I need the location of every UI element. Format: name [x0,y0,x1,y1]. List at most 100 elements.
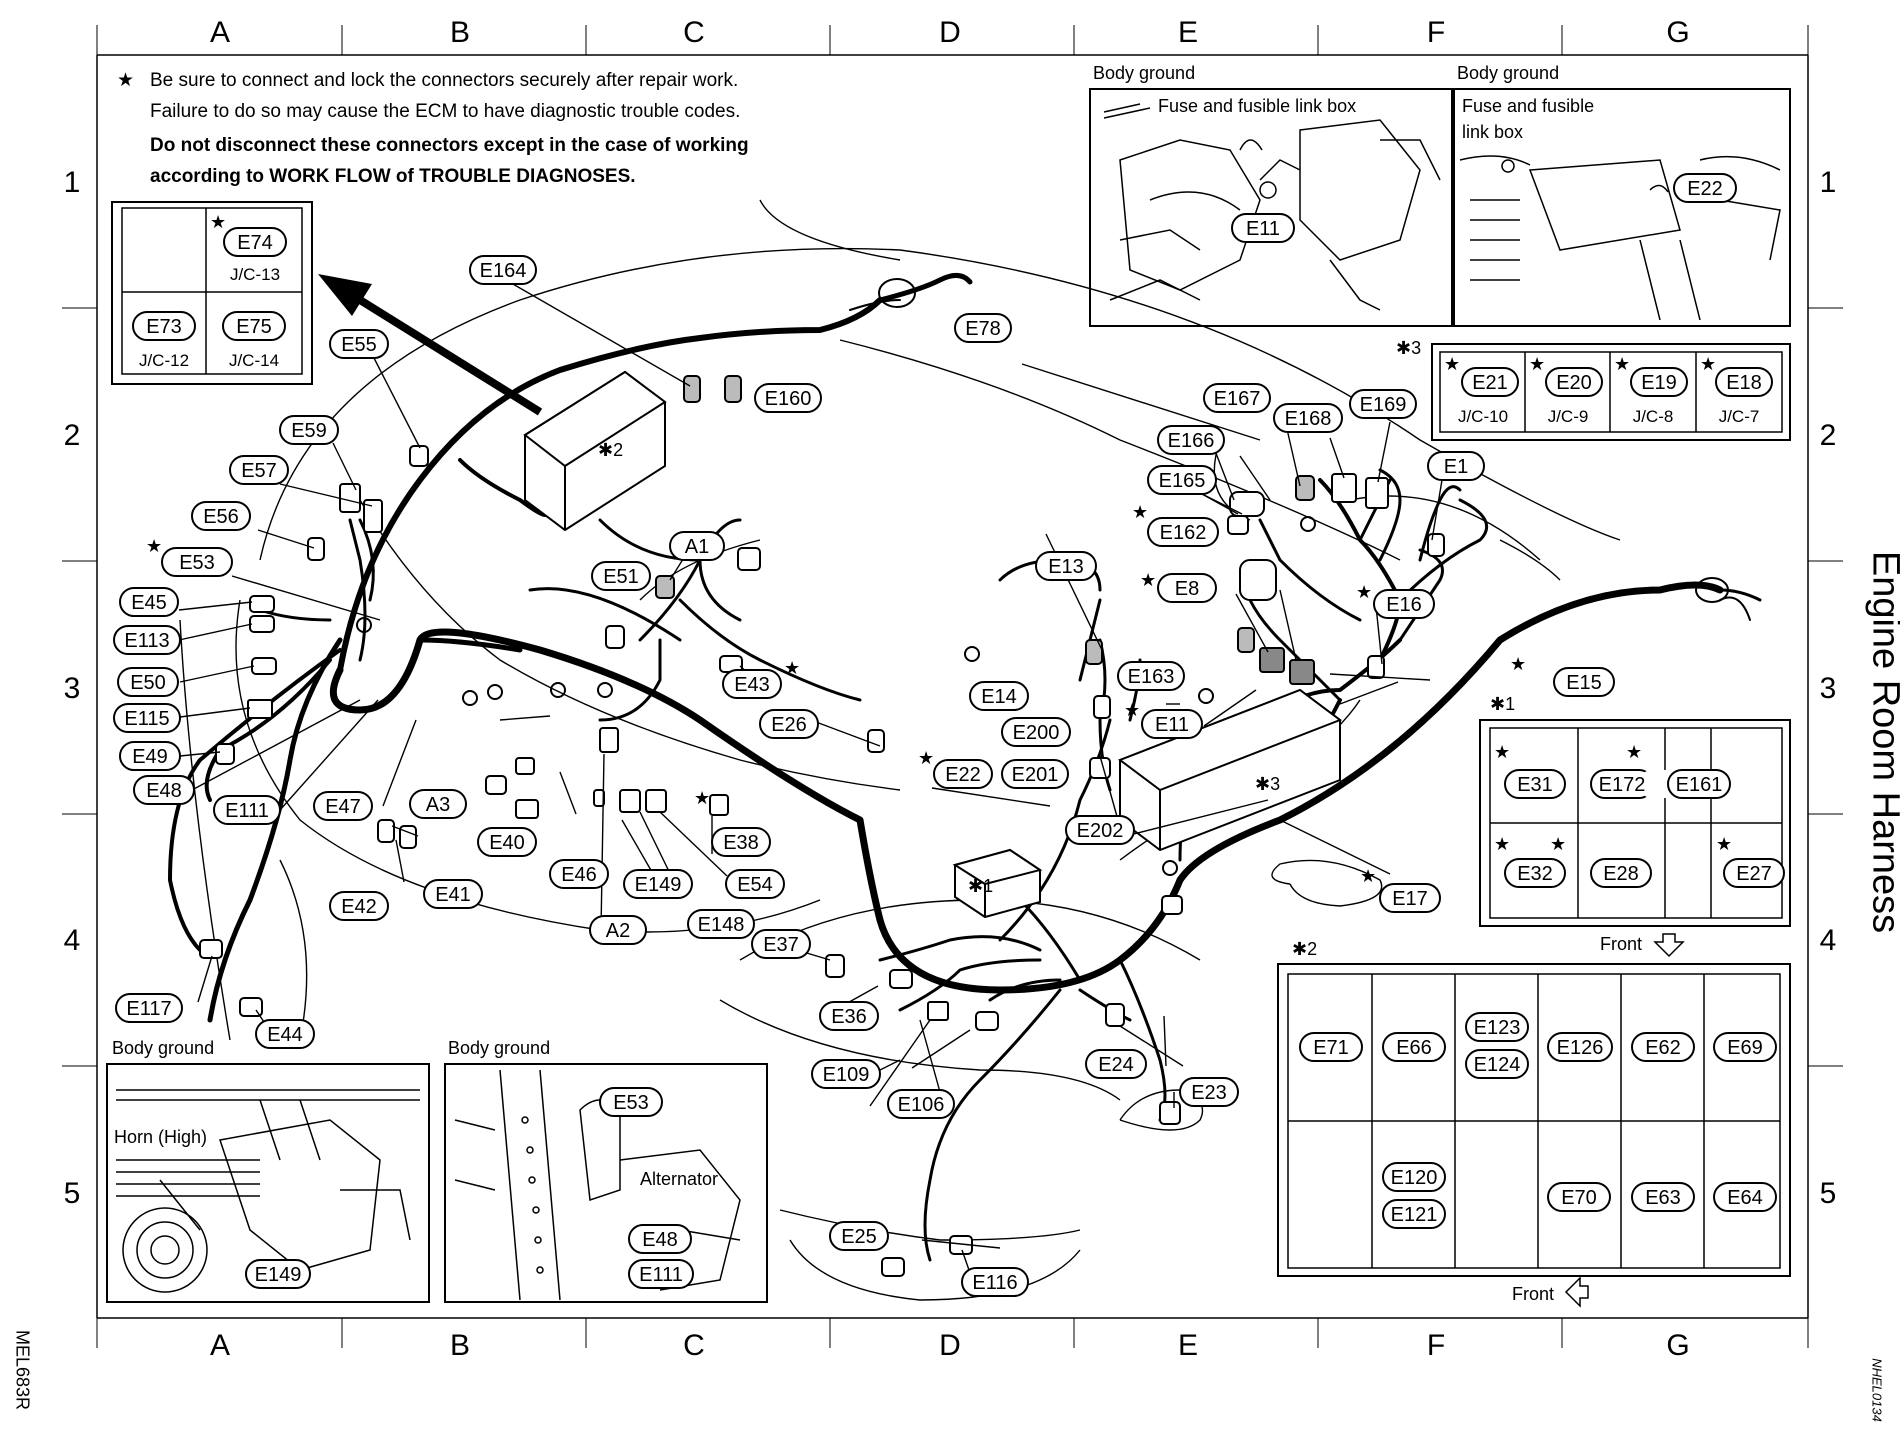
connector-label: E13 [1048,556,1084,578]
figure-code: MEL683R [12,1329,33,1411]
connector-label: E31 [1517,774,1553,796]
connector-E106: E106 [887,1089,955,1119]
row-label: 5 [64,1177,81,1210]
col-label: G [1666,16,1689,49]
connector-E16: ★E16 [1356,582,1435,619]
svg-text:★: ★ [146,536,162,556]
connector-E42: E42 [329,891,389,921]
jc-box-3: ✱3 ★★★★ E21 E20 E19 E18 J/C-10 J/C-9 J/C… [1396,338,1791,441]
block-mark: ✱2 [1292,939,1317,959]
connector-E166: E166 [1157,425,1225,455]
connector-A2: A2 [589,915,647,945]
connector-label: E16 [1386,594,1422,616]
connector-label: E113 [124,630,169,652]
inset-fuse-box-g: Body ground Fuse and fusible link box E2… [1451,63,1791,327]
connector-label: E54 [737,874,773,896]
inset-horn-a: Body ground Horn (High) E149 [106,1038,430,1303]
connector-E57: E57 [229,455,289,485]
inset-heading: Body ground [1457,63,1559,83]
svg-text:★: ★ [784,658,800,678]
harness-wires [168,273,1762,1262]
row-label: 1 [64,166,81,199]
row-label: 5 [1820,1177,1837,1210]
svg-text:★: ★ [1716,834,1732,854]
connector-label: E63 [1645,1187,1681,1209]
connector-E17: ★E17 [1360,866,1441,913]
svg-text:★: ★ [1494,742,1510,762]
connector-E50: E50 [117,667,179,697]
connector-E160: E160 [754,383,822,413]
connector-E11: ★E11 [1124,700,1203,739]
grid-frame [62,25,1843,1348]
connector-label: E45 [131,592,167,614]
svg-text:★: ★ [1494,834,1510,854]
connector-label: E56 [203,506,239,528]
connector-label: E37 [763,934,799,956]
connector-label: E14 [981,686,1017,708]
inset-heading: Body ground [112,1038,214,1058]
connector-label: E43 [734,674,770,696]
connector-label: A3 [426,794,450,816]
connector-label: E20 [1556,372,1592,394]
connector-label: E200 [1013,722,1060,744]
inset-caption: Fuse and fusible [1462,96,1594,116]
row-label: 4 [64,924,81,957]
connector-E53: ★E53 [146,536,233,577]
jc-label: J/C-13 [230,265,280,284]
connector-label: E32 [1517,863,1553,885]
connector-E25: E25 [829,1221,889,1251]
connector-E24: E24 [1085,1049,1147,1079]
connector-E117: E117 [115,993,183,1023]
connector-label: E22 [1687,178,1723,200]
connector-label: E48 [642,1229,678,1251]
connector-label: E74 [237,232,273,254]
connector-E14: E14 [969,681,1029,711]
grid-row-labels-left: 1 2 3 4 5 [64,166,81,1210]
connector-label: E41 [435,884,471,906]
connector-label: E55 [341,334,377,356]
connector-label: E121 [1391,1204,1438,1226]
svg-text:★: ★ [1124,700,1140,720]
connector-E46: E46 [549,859,609,889]
connector-E169: E169 [1349,389,1417,419]
connector-label: E126 [1557,1037,1604,1059]
grid-column-labels-top: A B C D E F G [210,16,1690,49]
connector-E43: E43 ★ [722,658,800,699]
connector-E111: E111 [213,795,281,825]
inset-caption: Alternator [640,1169,718,1189]
col-label: A [210,1329,230,1362]
connector-E47: E47 [313,791,373,821]
block-mark: ✱3 [1396,338,1421,358]
connector-label: E1 [1444,456,1468,478]
connector-label: E163 [1128,666,1175,688]
connector-E200: E200 [1001,717,1071,747]
connector-label: E62 [1645,1037,1681,1059]
figure-code-secondary: NHEL0134 [1869,1358,1885,1422]
inset-heading: Body ground [1093,63,1195,83]
svg-text:★: ★ [1444,354,1460,374]
connector-E116: E116 [961,1267,1029,1297]
connector-label: E50 [130,672,166,694]
col-label: A [210,16,230,49]
jc-label: J/C-10 [1458,407,1508,426]
connector-label: E120 [1391,1167,1438,1189]
connector-E165: E165 [1147,465,1217,495]
connector-E148: E148 [687,909,755,939]
connector-E202: E202 [1065,815,1135,845]
connector-E23: E23 [1179,1077,1239,1107]
star-icon: ★ [210,212,226,232]
connector-label: E48 [146,780,182,802]
col-label: D [939,16,961,49]
connector-E41: E41 [423,879,483,909]
connector-E40: E40 [477,827,537,857]
star-icon: ★ [117,70,134,91]
connector-label: E167 [1214,388,1261,410]
connector-E167: E167 [1203,383,1271,413]
connector-label: E53 [613,1092,649,1114]
connector-label: E11 [1246,218,1280,240]
connector-A3: A3 [409,789,467,819]
svg-text:★: ★ [1132,502,1148,522]
front-label: Front [1512,1284,1554,1304]
svg-text:★: ★ [1510,654,1526,674]
row-label: 2 [64,419,81,452]
